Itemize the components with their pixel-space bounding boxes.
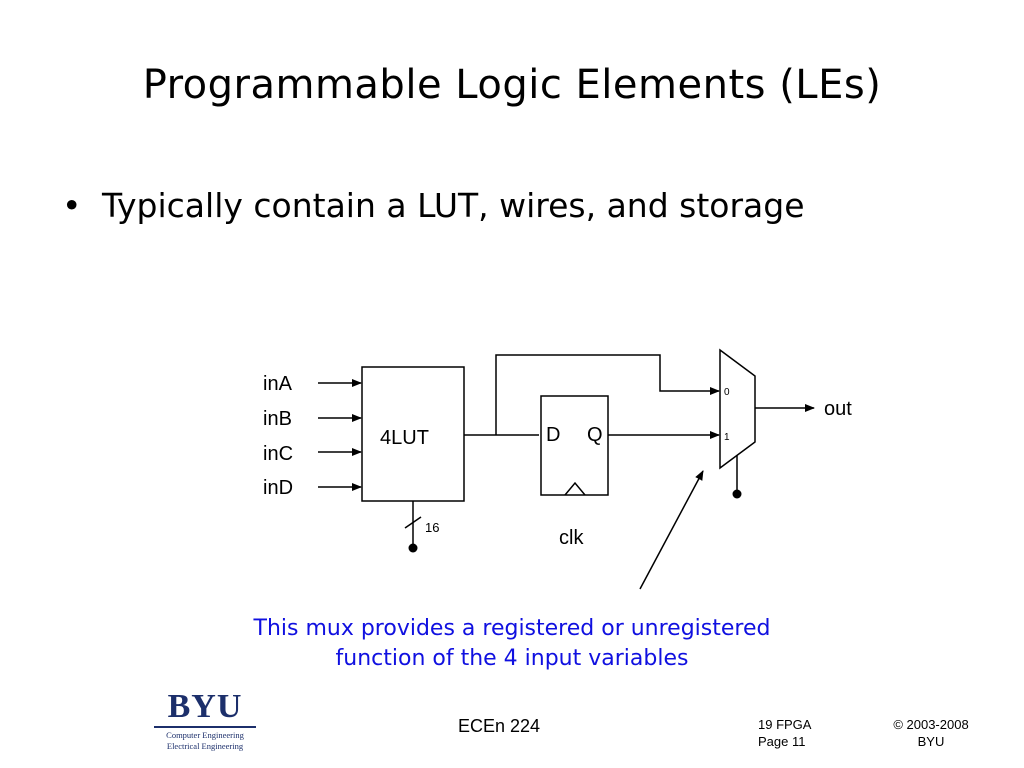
bullet-marker: • (62, 186, 82, 225)
clock-label: clk (559, 527, 584, 549)
config-bus-slash (404, 516, 422, 529)
input-label-b: inB (263, 408, 292, 430)
footer-lecture: 19 FPGA (758, 717, 812, 732)
mux-input-1-label: 1 (724, 432, 730, 443)
footer-copyright: © 2003-2008 (893, 717, 969, 732)
footer-org: BYU (917, 734, 945, 749)
bullet-text: Typically contain a LUT, wires, and stor… (102, 186, 805, 225)
config-bus-dot (408, 543, 418, 553)
input-label-d: inD (263, 477, 293, 499)
mux-select-dot (732, 489, 742, 499)
annotation-line-1: This mux provides a registered or unregi… (253, 616, 771, 641)
byu-logo-line-2: Electrical Engineering (166, 741, 244, 751)
slide-title: Programmable Logic Elements (LEs) (142, 62, 882, 108)
annotation-note: This mux provides a registered or unregi… (200, 614, 824, 674)
byu-logo-rule (154, 726, 256, 728)
input-label-c: inC (263, 443, 293, 465)
flip-flop-q-label: Q (587, 424, 603, 446)
footer-lecture-info: 19 FPGA Page 11 (758, 716, 811, 750)
config-bits-count: 16 (425, 520, 439, 535)
footer-page: Page 11 (758, 734, 806, 749)
bypass-wire (495, 354, 720, 435)
bullet-item: • Typically contain a LUT, wires, and sto… (62, 186, 805, 225)
byu-logo-word: BYU (167, 688, 243, 725)
flip-flop-block (540, 395, 609, 496)
output-label: out (824, 398, 852, 420)
annotation-line-2: function of the 4 input variables (335, 646, 689, 671)
lut-block (361, 366, 465, 502)
clock-triangle (564, 481, 586, 496)
byu-logo-line-1: Computer Engineering (166, 730, 244, 740)
annotation-pointer-arrow (639, 470, 704, 590)
mux-shape (719, 348, 756, 470)
footer-course: ECEn 224 (458, 716, 541, 736)
footer-copyright-info: © 2003-2008 BYU (886, 716, 976, 750)
input-label-a: inA (263, 373, 293, 395)
lut-label: 4LUT (380, 427, 429, 449)
byu-logo: BYU Computer Engineering Electrical Engi… (152, 690, 258, 752)
mux-input-0-label: 0 (724, 387, 730, 398)
flip-flop-d-label: D (546, 424, 560, 446)
